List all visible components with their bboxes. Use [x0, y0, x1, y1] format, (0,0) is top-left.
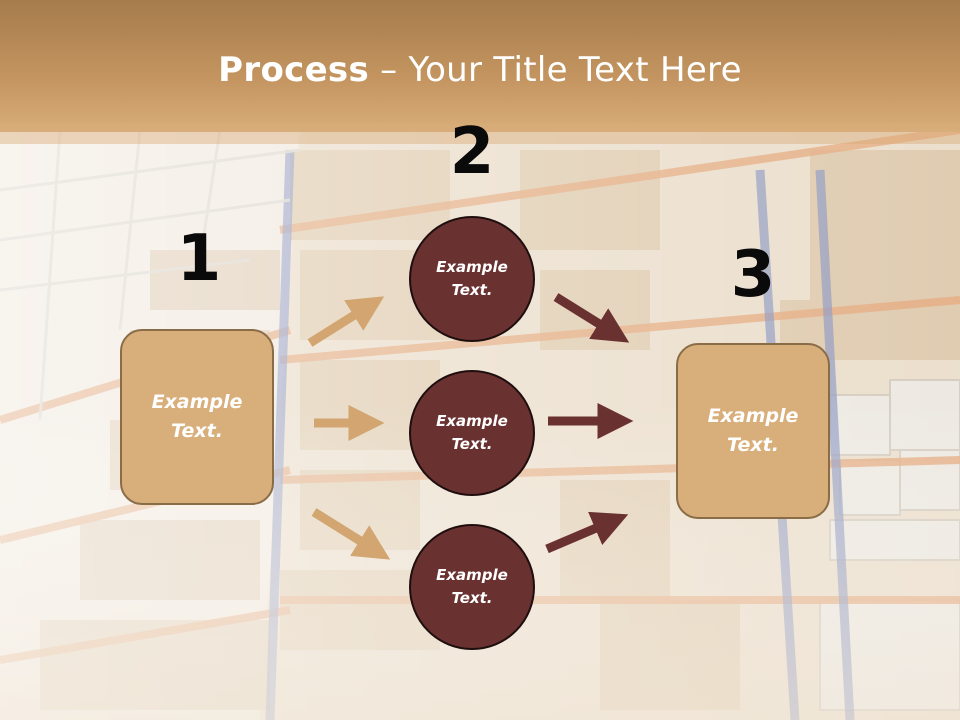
step-3-box[interactable]: Example Text.: [676, 343, 830, 519]
title-bold: Process: [218, 50, 370, 90]
step-number-1: 1: [176, 222, 222, 296]
circle-bottom-label: Example Text.: [436, 566, 508, 607]
circle-middle-label: Example Text.: [436, 412, 508, 453]
arrow-down-right: [311, 508, 391, 560]
step-1-label: Example Text.: [151, 391, 243, 442]
step-number-3: 3: [730, 238, 776, 312]
slide-title: Process – Your Title Text Here: [0, 50, 960, 90]
circle-middle[interactable]: Example Text.: [409, 370, 535, 496]
circle-top-label: Example Text.: [436, 258, 508, 299]
circle-bottom[interactable]: Example Text.: [409, 524, 535, 650]
arrow-bottom-to-step-3: [545, 511, 629, 554]
step-number-2: 2: [449, 115, 495, 189]
circle-top[interactable]: Example Text.: [409, 216, 535, 342]
step-3-label: Example Text.: [707, 405, 799, 456]
arrow-up-right: [307, 296, 385, 347]
title-rest: – Your Title Text Here: [369, 50, 742, 90]
step-1-box[interactable]: Example Text.: [120, 329, 274, 505]
arrow-top-to-step-3: [553, 293, 630, 343]
